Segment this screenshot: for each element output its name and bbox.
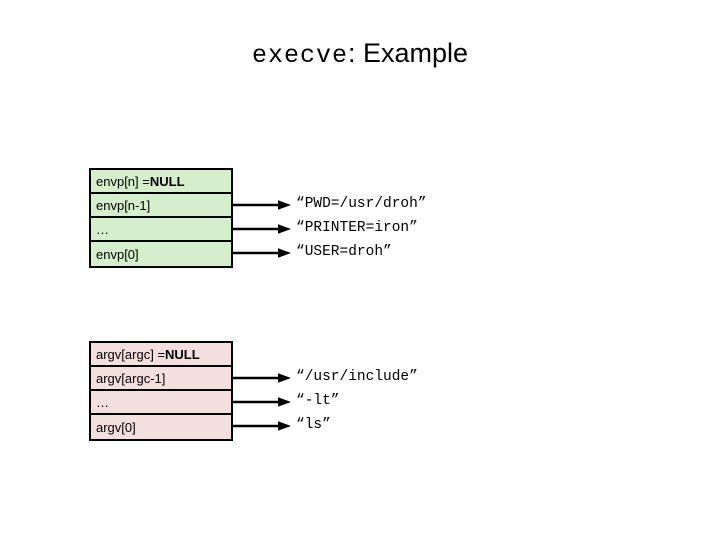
page-title: execve: Example bbox=[0, 36, 720, 73]
argv-string-0: “/usr/include” bbox=[296, 369, 418, 385]
argv-pointer-arrow-2 bbox=[232, 396, 292, 408]
table-row: envp[n-1] bbox=[91, 194, 231, 218]
argv-pointer-arrow-3 bbox=[232, 420, 292, 432]
table-row: argv[argc] = NULL bbox=[91, 343, 231, 367]
argv-pointer-arrow-1 bbox=[232, 372, 292, 384]
argv-string-2: “ls” bbox=[296, 417, 331, 433]
argv-cell-0-label: argv[argc] = bbox=[96, 346, 166, 362]
envp-pointer-arrow-3 bbox=[232, 247, 292, 259]
envp-string-0: “PWD=/usr/droh” bbox=[296, 196, 427, 212]
envp-cell-0-null: NULL bbox=[149, 173, 185, 189]
table-row: argv[argc-1] bbox=[91, 367, 231, 391]
argv-array-table: argv[argc] = NULL argv[argc-1] … argv[0] bbox=[89, 341, 233, 441]
page-title-monospace-part: execve bbox=[251, 41, 348, 70]
table-row: envp[n] = NULL bbox=[91, 170, 231, 194]
envp-pointer-arrow-2 bbox=[232, 223, 292, 235]
table-row: … bbox=[91, 218, 231, 242]
table-row: … bbox=[91, 391, 231, 415]
envp-cell-3-label: envp[0] bbox=[96, 246, 139, 262]
argv-cell-1-label: argv[argc-1] bbox=[96, 370, 166, 386]
page-title-rest: : Example bbox=[347, 38, 469, 68]
argv-cell-2-label: … bbox=[96, 394, 109, 410]
envp-string-2: “USER=droh” bbox=[296, 244, 392, 260]
envp-string-1: “PRINTER=iron” bbox=[296, 220, 418, 236]
envp-cell-1-label: envp[n-1] bbox=[96, 197, 151, 213]
table-row: argv[0] bbox=[91, 415, 231, 439]
envp-cell-0-label: envp[n] = bbox=[96, 173, 150, 189]
argv-string-1: “-lt” bbox=[296, 393, 340, 409]
envp-pointer-arrow-1 bbox=[232, 199, 292, 211]
argv-cell-0-null: NULL bbox=[165, 346, 200, 362]
table-row: envp[0] bbox=[91, 242, 231, 266]
envp-array-table: envp[n] = NULL envp[n-1] … envp[0] bbox=[89, 168, 233, 268]
argv-cell-3-label: argv[0] bbox=[96, 419, 136, 435]
envp-cell-2-label: … bbox=[96, 221, 109, 237]
